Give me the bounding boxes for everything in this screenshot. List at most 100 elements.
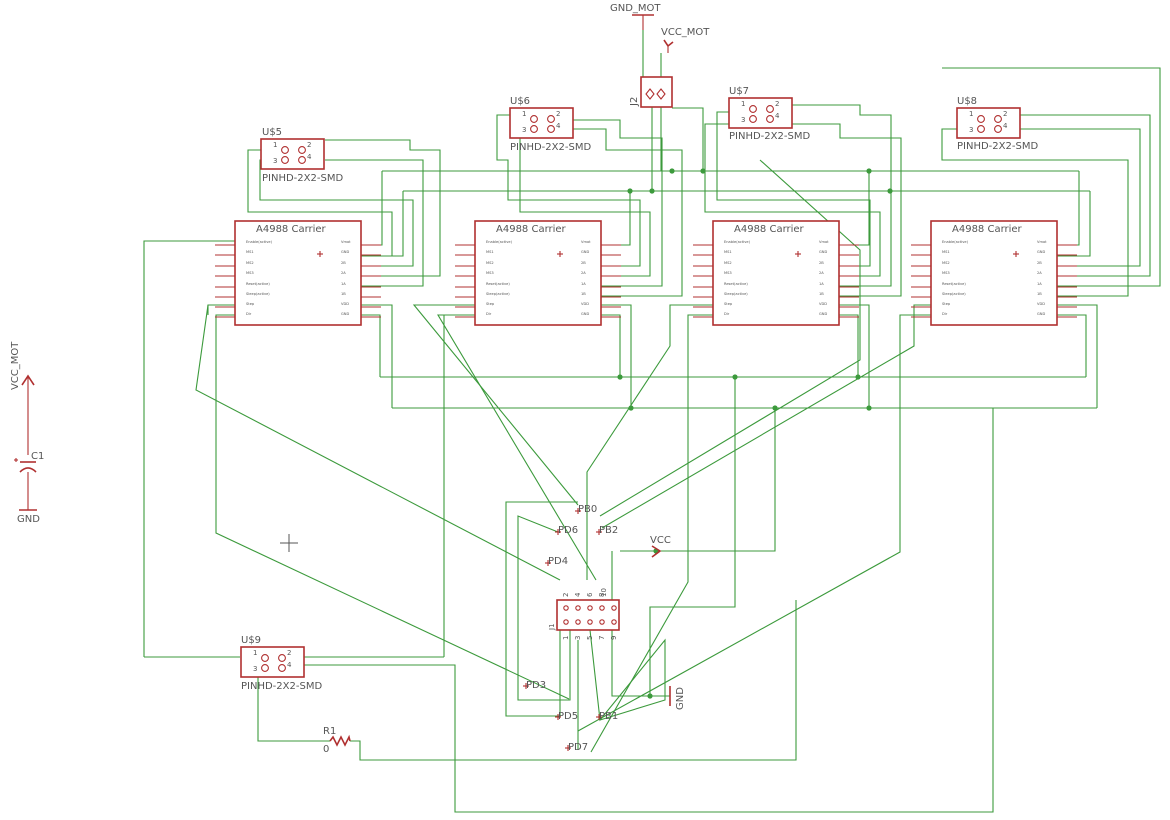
u6-pin-2: 2 — [556, 110, 560, 118]
driver-right-pin-label: GND — [1037, 250, 1045, 254]
net-label-pd7: PD7 — [565, 742, 588, 753]
origin-cross-icon — [1013, 251, 1019, 257]
capacitor-c1: C1 — [14, 451, 44, 510]
driver-title: A4988 Carrier — [496, 224, 567, 235]
header-parts: 1 2 3 4 U$5 PINHD-2X2-SMD 1 2 3 4 U$6 PI… — [240, 86, 1038, 692]
j1-pin-4: 4 — [574, 592, 582, 597]
svg-text:PD7: PD7 — [568, 742, 588, 753]
net-label-pb0: PB0 — [575, 504, 597, 515]
j1-pin-8: 8 — [598, 593, 606, 597]
driver-left-pin-label: MS3 — [246, 271, 254, 275]
driver-right-pin-label: 2A — [1037, 271, 1042, 275]
driver-title: A4988 Carrier — [734, 224, 805, 235]
driver-body — [712, 220, 840, 326]
driver-right-pin-label: 2B — [581, 261, 586, 265]
u5-pin-1: 1 — [273, 141, 277, 149]
driver-right-pin-label: GND — [341, 312, 349, 316]
driver-right-pin-label: VDD — [341, 302, 349, 306]
driver-left-pin-label: Sleep(active) — [486, 292, 510, 296]
u7-pin-4: 4 — [775, 112, 780, 120]
origin-cross-icon — [795, 251, 801, 257]
driver-left-pin-label: Step — [486, 302, 495, 306]
driver-right-pin-label: 2A — [581, 271, 586, 275]
driver-left-pin-label: Reset(active) — [942, 282, 966, 286]
u9-pin-4: 4 — [287, 661, 292, 669]
u5-name: U$5 — [262, 127, 282, 138]
svg-text:PD3: PD3 — [526, 680, 546, 691]
svg-text:PB0: PB0 — [578, 504, 597, 515]
j1-top-pin-labels: 2 4 6 8 10 — [562, 588, 608, 597]
driver-right-pin-label: 2B — [341, 261, 346, 265]
driver-left-pin-label: Sleep(active) — [724, 292, 748, 296]
j1-pin-2: 2 — [562, 593, 570, 597]
net-labels: PB0 PD6 PB2 PD4 PD3 PD5 PB1 PD7 — [523, 504, 618, 753]
u6-name: U$6 — [510, 96, 530, 107]
origin-cross-icon — [557, 251, 563, 257]
j2-name: J2 — [629, 97, 640, 107]
header-u7: 1 2 3 4 U$7 PINHD-2X2-SMD — [728, 86, 810, 142]
driver-right-pin-label: 1A — [819, 282, 824, 286]
net-label-pb1: PB1 — [596, 711, 618, 722]
driver-right-pin-label: GND — [341, 250, 349, 254]
header-u6: 1 2 3 4 U$6 PINHD-2X2-SMD — [509, 96, 591, 153]
driver-left-pin-label: Sleep(active) — [942, 292, 966, 296]
j1-name: J1 — [548, 623, 556, 631]
net-label-pd6: PD6 — [555, 525, 578, 536]
j1-bottom-pin-labels: 1 3 5 7 9 — [562, 636, 618, 640]
driver-left-pin-label: Dir — [724, 312, 730, 316]
driver-left-pin-label: MS2 — [724, 261, 732, 265]
driver-right-pin-label: Vmot — [1037, 240, 1047, 244]
u6-pin-4: 4 — [556, 122, 561, 130]
driver-right-pin-label: GND — [581, 250, 589, 254]
resistor-r1: R1 0 — [323, 726, 351, 755]
driver-left-pin-label: MS3 — [942, 271, 950, 275]
j1-pin-6: 6 — [586, 592, 594, 597]
driver-right-pin-label: Vmot — [341, 240, 351, 244]
gnd-left-label: GND — [17, 514, 40, 525]
driver-left-pin-label: Enable(active) — [246, 240, 273, 244]
vcc-mot-top-label: VCC_MOT — [661, 27, 710, 38]
driver-body — [930, 220, 1058, 326]
u8-pin-3: 3 — [969, 126, 973, 134]
driver-left-pin-label: MS2 — [486, 261, 494, 265]
driver-right-pin-label: VDD — [1037, 302, 1045, 306]
driver-left-pin-label: MS2 — [942, 261, 950, 265]
u8-pin-4: 4 — [1003, 122, 1008, 130]
driver-right-pin-label: Vmot — [819, 240, 829, 244]
j1-pin-1: 1 — [562, 636, 570, 640]
crosshair-cursor-icon — [280, 534, 298, 552]
driver-left-pin-label: Enable(active) — [942, 240, 969, 244]
driver-right-pin-label: 1B — [819, 292, 824, 296]
driver-right-pin-label: GND — [819, 312, 827, 316]
u9-pin-1: 1 — [253, 649, 257, 657]
header-u5: 1 2 3 4 U$5 PINHD-2X2-SMD — [260, 127, 343, 184]
driver-left-pin-label: Step — [724, 302, 733, 306]
header-u8: 1 2 3 4 U$8 PINHD-2X2-SMD — [956, 96, 1038, 152]
wires — [143, 30, 1161, 813]
driver-right-pin-label: 1B — [1037, 292, 1042, 296]
u6-pin-1: 1 — [522, 110, 526, 118]
u6-pin-3: 3 — [522, 126, 526, 134]
driver-right-pin-label: 1A — [581, 282, 586, 286]
u5-pin-2: 2 — [307, 141, 311, 149]
gnd-bottom-symbol: GND — [669, 686, 686, 710]
net-label-pd4: PD4 — [545, 556, 568, 567]
r1-name: R1 — [323, 726, 336, 737]
driver-left-pin-label: Dir — [486, 312, 492, 316]
vcc-symbol: VCC — [650, 535, 671, 558]
connector-j2: J2 — [629, 76, 673, 108]
driver-right-pin-label: 1B — [341, 292, 346, 296]
gnd-left-symbol: GND — [17, 509, 40, 525]
driver-body — [234, 220, 362, 326]
u9-value: PINHD-2X2-SMD — [241, 681, 322, 692]
gnd-bottom-label: GND — [675, 687, 686, 710]
driver-right-pin-label: 2B — [819, 261, 824, 265]
driver-right-pin-label: 1A — [1037, 282, 1042, 286]
origin-cross-icon — [317, 251, 323, 257]
u7-pin-1: 1 — [741, 100, 745, 108]
driver-left-pin-label: Dir — [246, 312, 252, 316]
connector-j1: J1 2 4 6 8 10 1 3 5 7 9 — [548, 588, 620, 640]
